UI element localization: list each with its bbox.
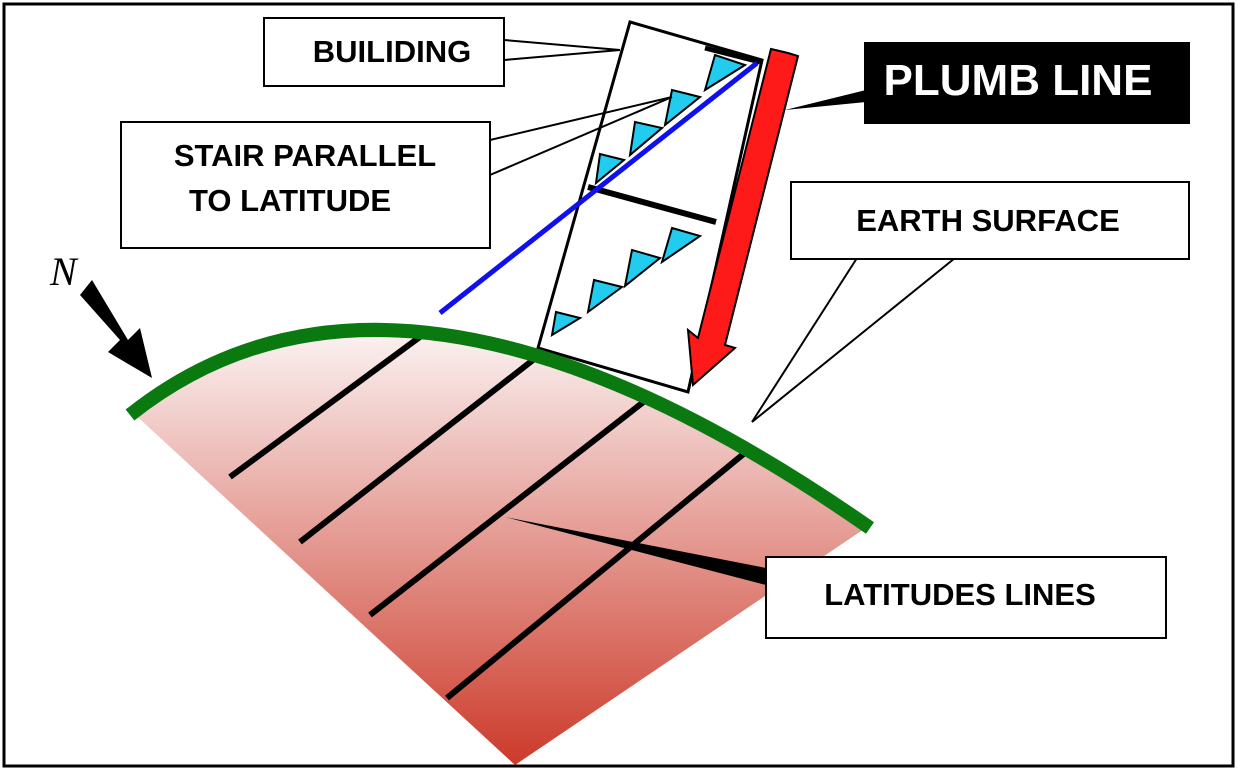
latitude-lines-label: LATITUDES LINES	[505, 517, 1167, 639]
stair-parallel-label: STAIR PARALLEL TO LATITUDE	[120, 96, 673, 249]
stair-parallel-label-line2: TO LATITUDE	[189, 183, 391, 218]
stair-parallel-label-line1: STAIR PARALLEL	[174, 138, 436, 173]
latitude-line	[298, 332, 567, 545]
plumb-line-label: PLUMB LINE	[785, 42, 1190, 124]
lower-stairs	[550, 226, 703, 337]
plumb-line-arrow	[686, 47, 800, 388]
latitude-line	[445, 444, 754, 701]
north-symbol: N	[49, 249, 79, 294]
latitude-lines-label-text: LATITUDES LINES	[824, 577, 1096, 612]
latitude-line	[368, 390, 657, 618]
upper-stairs	[594, 53, 748, 186]
building-label-text: BUILIDING	[313, 34, 471, 69]
earth-wedge	[130, 327, 870, 765]
building-floor-slab	[587, 184, 717, 225]
earth-surface-label: EARTH SURFACE	[751, 181, 1190, 423]
earth-surface-label-text: EARTH SURFACE	[856, 203, 1120, 238]
building-label: BUILIDING	[263, 17, 621, 87]
earth-surface-curve	[125, 322, 875, 534]
arrow-down-right-icon	[80, 280, 152, 378]
building-roof-slab	[704, 45, 761, 65]
plumb-line-label-text: PLUMB LINE	[884, 56, 1153, 105]
stair-parallel-line	[438, 61, 759, 315]
